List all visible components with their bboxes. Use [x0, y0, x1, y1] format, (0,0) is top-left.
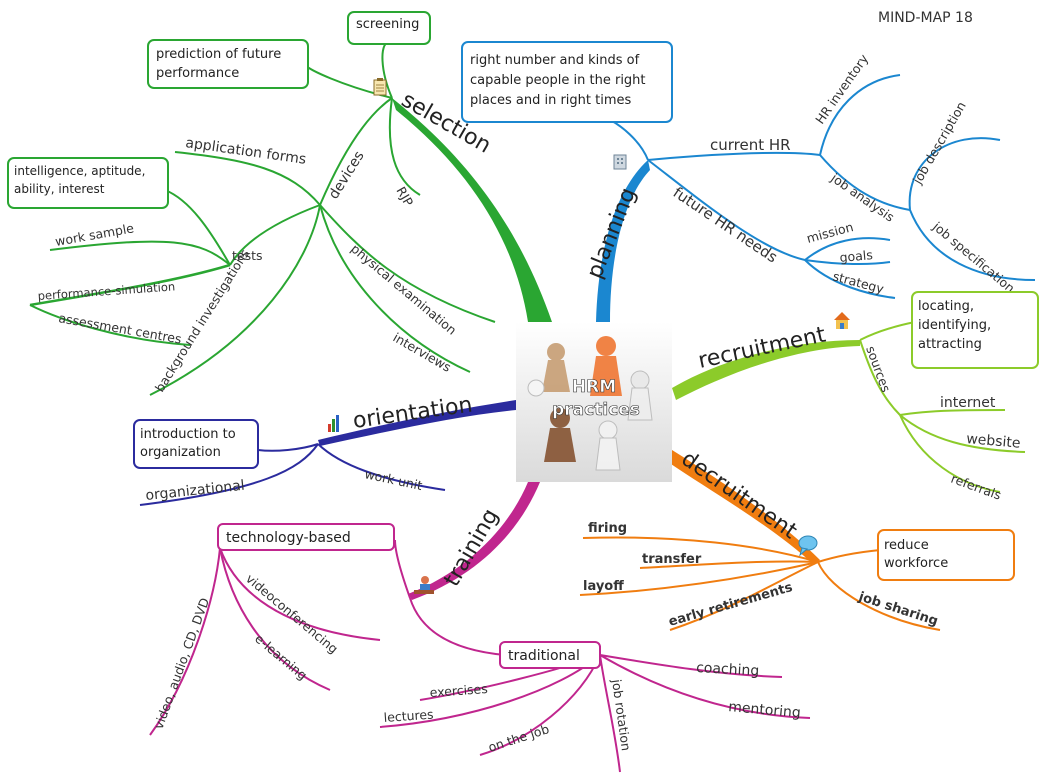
early-retirements-label: early retirements: [667, 580, 795, 630]
elearning-label: e-learning: [252, 631, 310, 683]
clipboard-icon: [373, 78, 387, 96]
website-label: website: [966, 431, 1021, 452]
planning-box: [461, 41, 673, 123]
interviews-label: interviews: [391, 330, 454, 375]
mission-label: mission: [805, 219, 855, 246]
decruitment-box-line-1: reduce: [884, 538, 929, 553]
sources-label: sources: [863, 344, 894, 394]
traditional-box: [499, 641, 601, 669]
job-specification-label: job specification: [929, 218, 1017, 296]
job-sharing-label: job sharing: [856, 589, 940, 629]
center-image: HRM practices: [516, 322, 672, 482]
mentoring-label: mentoring: [728, 699, 802, 721]
planning-box-line-1: right number and kinds of: [470, 53, 640, 68]
on-the-job-label: on the job: [486, 721, 551, 755]
intelligence-box: [7, 157, 169, 209]
recruitment-label: recruitment: [696, 322, 828, 373]
tests-label: tests: [232, 248, 263, 263]
recruitment-box: [911, 291, 1039, 369]
decruitment-label: decruitment: [677, 446, 802, 544]
recruitment-box-line-3: attracting: [918, 337, 982, 352]
assessment-centres-label: assessment centres: [57, 310, 182, 346]
transfer-label: transfer: [642, 552, 702, 567]
center-line-2: practices: [552, 400, 640, 420]
lectures-label: lectures: [383, 707, 434, 725]
decruitment-box: [877, 529, 1015, 581]
screening-label: screening: [356, 17, 419, 32]
trainer-icon: [414, 576, 434, 594]
intelligence-line-1: intelligence, aptitude,: [14, 164, 145, 178]
internet-label: internet: [940, 395, 996, 411]
rjp-label: RJP: [393, 184, 416, 209]
recruitment-main-stroke: [672, 340, 860, 400]
technology-based-label: technology-based: [226, 530, 351, 546]
current-hr-label: current HR: [710, 136, 791, 154]
job-rotation-label: job rotation: [609, 677, 634, 751]
future-hr-needs-label: future HR needs: [670, 183, 781, 266]
training-main-stroke: [408, 482, 540, 600]
intelligence-line-2: ability, interest: [14, 182, 105, 196]
layoff-label: layoff: [583, 579, 624, 594]
recruitment-box-line-1: locating,: [918, 299, 974, 314]
referrals-label: referrals: [949, 471, 1003, 503]
selection-main-stroke: [392, 98, 552, 322]
exercises-label: exercises: [429, 681, 488, 700]
planning-branch: right number and kinds of capable people…: [461, 41, 1036, 322]
goals-label: goals: [839, 247, 873, 265]
prediction-line-1: prediction of future: [156, 47, 281, 62]
bar-chart-icon: [328, 415, 339, 432]
orientation-main-stroke: [318, 400, 516, 446]
firing-label: firing: [588, 521, 627, 536]
planning-main-stroke: [596, 160, 650, 322]
orientation-box-line-2: organization: [140, 445, 221, 460]
devices-label: devices: [326, 148, 368, 202]
coaching-label: coaching: [696, 660, 760, 679]
orientation-branch: introduction to organization orientation…: [133, 392, 516, 506]
prediction-box: [147, 39, 309, 89]
organizational-label: organizational: [145, 478, 246, 504]
prediction-line-2: performance: [156, 66, 239, 81]
building-icon: [613, 154, 627, 170]
orientation-label: orientation: [351, 392, 474, 434]
speech-bubble-icon: [798, 535, 818, 557]
performance-simulation-label: performance-simulation: [37, 279, 175, 303]
video-label: video, audio, CD, DVD: [151, 596, 212, 731]
orientation-box-line-1: introduction to: [140, 427, 236, 442]
physical-examination-label: physical examination: [348, 241, 459, 338]
planning-box-line-3: places and in right times: [470, 93, 632, 108]
work-unit-label: work unit: [363, 466, 423, 493]
decruitment-main-stroke: [668, 450, 820, 565]
strategy-label: strategy: [831, 268, 886, 296]
planning-box-line-2: capable people in the right: [470, 73, 646, 88]
recruitment-box-line-2: identifying,: [918, 318, 991, 333]
map-title: MIND-MAP 18: [878, 10, 973, 26]
job-analysis-label: job analysis: [827, 170, 897, 225]
decruitment-box-line-2: workforce: [884, 556, 948, 571]
job-description-label: job description: [909, 99, 969, 188]
technology-based-box: [217, 523, 395, 551]
center-line-1: HRM: [572, 377, 616, 397]
background-investigations-label: background investigations: [152, 246, 252, 394]
traditional-label: traditional: [508, 648, 580, 664]
house-icon: [834, 312, 850, 329]
orientation-box: [133, 419, 259, 469]
screening-box: [347, 11, 431, 45]
training-branch: technology-based traditional training vi…: [149, 482, 811, 773]
